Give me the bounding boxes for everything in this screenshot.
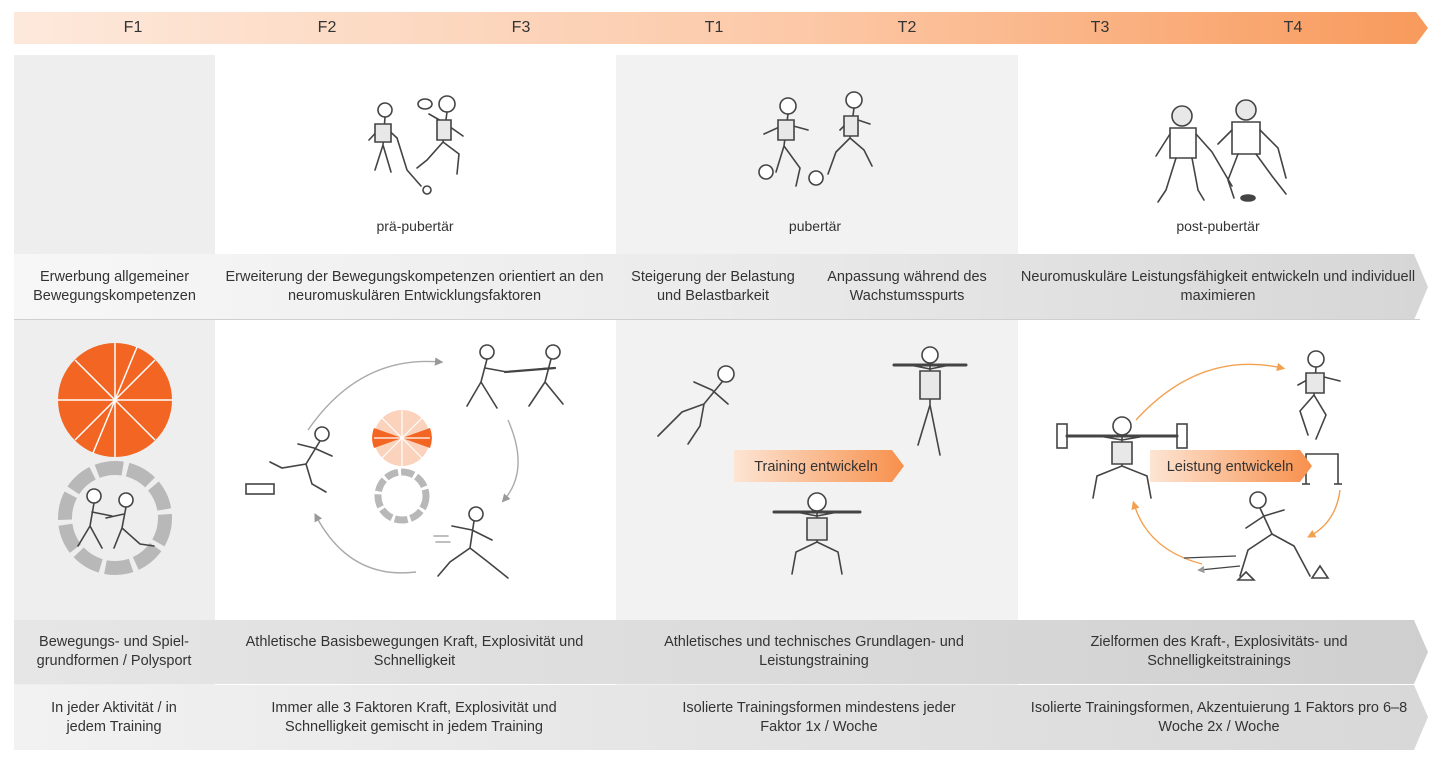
frequency-t3-t4: Isolierte Trainingsformen, Akzentuierung… bbox=[1030, 699, 1408, 735]
forms-f2-f3: Athletische Basisbewegungen Kraft, Explo… bbox=[245, 634, 584, 669]
tug-of-war-icon bbox=[466, 344, 564, 409]
phase-label-f3: F3 bbox=[511, 19, 531, 36]
frequency-t1-t2: Isolierte Trainingsformen mindestens jed… bbox=[682, 699, 956, 735]
floorball-players-icon bbox=[368, 95, 464, 195]
frequency-band: In jeder Aktivität / in jedem Training I… bbox=[14, 685, 1428, 750]
football-players-icon bbox=[758, 91, 873, 187]
phase-label-t3: T3 bbox=[1090, 19, 1110, 36]
goal-t3-t4: Neuromuskuläre Leistungsfähigkeit entwic… bbox=[1020, 269, 1416, 304]
goals-band: Erwerbung allgemeiner Bewegungskompetenz… bbox=[14, 254, 1428, 320]
forms-f1: Bewegungs- und Spiel-grundformen / Polys… bbox=[36, 634, 192, 669]
squat-barbell-icon bbox=[772, 492, 862, 575]
forms-band: Bewegungs- und Spiel-grundformen / Polys… bbox=[14, 620, 1428, 684]
agility-run-icon bbox=[1236, 491, 1330, 581]
phase-label-t1: T1 bbox=[704, 19, 724, 36]
phase-label-t4: T4 bbox=[1283, 19, 1303, 36]
performance-cycle bbox=[1131, 362, 1341, 574]
phase-label-f2: F2 bbox=[317, 19, 337, 36]
lunge-barbell-icon bbox=[892, 346, 968, 456]
goal-f2-f3: Erweiterung der Bewegungskompetenzen ori… bbox=[225, 269, 604, 304]
polysport-pie-icon bbox=[58, 343, 172, 575]
sprint-icon bbox=[433, 506, 509, 579]
goal-f1: Erwerbung allgemeiner Bewegungskompetenz… bbox=[33, 269, 196, 304]
wrestling-kids-icon bbox=[77, 488, 155, 549]
basic-movements-cycle bbox=[307, 357, 519, 574]
training-develop-label: Training entwickeln bbox=[754, 459, 878, 475]
hurdle-jump-icon bbox=[1297, 350, 1341, 440]
box-jump-icon bbox=[245, 426, 333, 495]
performance-develop-label: Leistung entwickeln bbox=[1167, 459, 1294, 475]
sprint-icon bbox=[657, 365, 735, 445]
forms-t1-t2: Athletisches und technisches Grundlagen-… bbox=[664, 634, 964, 669]
goal-t1: Steigerung der Belastung und Belastbarke… bbox=[631, 269, 795, 304]
ice-hockey-players-icon bbox=[1155, 99, 1287, 203]
training-develop-arrow: Training entwickeln bbox=[734, 450, 904, 482]
frequency-f2-f3: Immer alle 3 Faktoren Kraft, Explosivitä… bbox=[271, 699, 557, 735]
stage-label-post-pubertal: post-pubertär bbox=[1176, 218, 1260, 234]
stage-label-pubertal: pubertär bbox=[788, 218, 842, 234]
stage-label-pre-pubertal: prä-pubertär bbox=[376, 218, 454, 234]
phase-label-f1: F1 bbox=[123, 19, 143, 36]
frequency-f1: In jeder Aktivität / in jedem Training bbox=[51, 699, 177, 735]
phase-label-t2: T2 bbox=[897, 19, 917, 36]
performance-develop-arrow: Leistung entwickeln bbox=[1150, 450, 1312, 482]
squat-barbell-icon bbox=[1056, 416, 1188, 499]
forms-t3-t4: Zielformen des Kraft-, Explosivitäts- un… bbox=[1090, 634, 1348, 669]
goal-t2: Anpassung während des Wachstumsspurts bbox=[827, 269, 987, 304]
phase-arrow bbox=[14, 12, 1428, 44]
